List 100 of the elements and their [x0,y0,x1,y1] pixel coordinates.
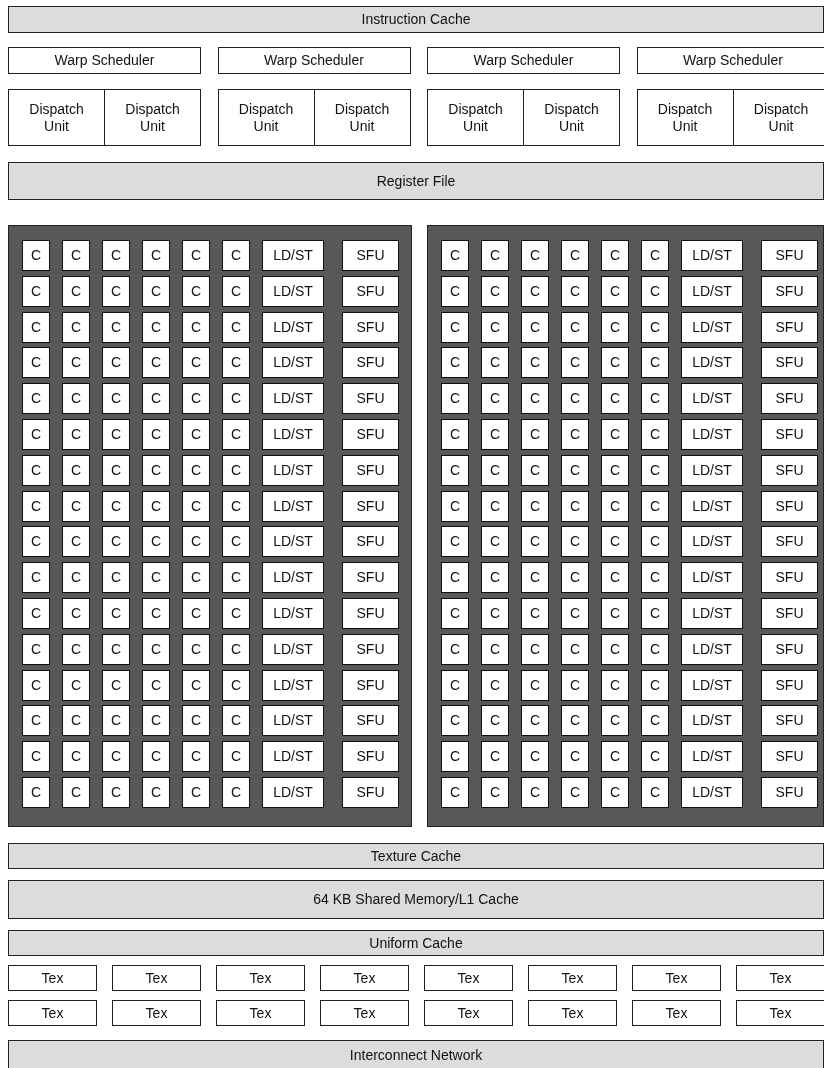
load-store-cell: LD/ST [681,633,743,665]
sfu-cell: SFU [761,598,818,629]
network-bar: Interconnect Network [8,1040,824,1068]
core-cell: C [521,383,549,415]
core-cell: C [561,777,589,808]
core-cell: C [62,419,90,450]
load-store-cell: LD/ST [681,240,743,271]
core-cell: C [481,526,509,558]
core-cell: C [441,598,469,629]
texture-unit-box: Tex [216,965,305,991]
sfu-cell: SFU [342,275,399,307]
core-cell: C [142,633,170,665]
texture-unit-box: Tex [8,1000,97,1026]
load-store-cell: LD/ST [262,383,324,415]
sfu-cell: SFU [342,633,399,665]
load-store-cell: LD/ST [262,419,324,450]
core-cell: C [521,633,549,665]
core-cell: C [521,240,549,271]
core-cell: C [182,633,210,665]
cache-bar: Instruction Cache [8,6,824,33]
texture-unit-box: Tex [112,965,201,991]
load-store-cell: LD/ST [681,777,743,808]
core-cell: C [601,383,629,415]
core-cell: C [641,419,669,450]
core-cell: C [641,490,669,522]
core-cell: C [222,633,250,665]
core-cell: C [182,526,210,558]
sfu-cell: SFU [342,490,399,522]
load-store-cell: LD/ST [262,741,324,773]
core-cell: C [601,275,629,307]
core-cell: C [481,419,509,450]
sfu-cell: SFU [342,526,399,558]
sfu-cell: SFU [342,741,399,773]
core-cell: C [561,526,589,558]
core-cell: C [22,562,50,594]
core-cell: C [222,490,250,522]
sfu-cell: SFU [761,383,818,415]
core-cell: C [142,526,170,558]
core-cell: C [222,454,250,486]
core-cell: C [182,741,210,773]
load-store-cell: LD/ST [681,526,743,558]
texture-unit-box: Tex [320,965,409,991]
core-cell: C [182,311,210,343]
core-cell: C [22,490,50,522]
core-cell: C [561,419,589,450]
core-cell: C [481,633,509,665]
core-cell: C [142,669,170,701]
core-cell: C [182,598,210,629]
sfu-cell: SFU [761,311,818,343]
core-cell: C [182,669,210,701]
core-cell: C [561,383,589,415]
core-cell: C [62,490,90,522]
core-cell: C [601,419,629,450]
core-cell: C [561,598,589,629]
core-cell: C [102,275,130,307]
core-cell: C [102,777,130,808]
sfu-cell: SFU [342,347,399,379]
core-cell: C [22,633,50,665]
sfu-cell: SFU [761,347,818,379]
core-cell: C [441,741,469,773]
core-cell: C [142,705,170,737]
core-cell: C [142,741,170,773]
core-cell: C [22,741,50,773]
core-cell: C [182,705,210,737]
core-cell: C [601,311,629,343]
core-cell: C [641,383,669,415]
core-cell: C [441,454,469,486]
sfu-cell: SFU [761,526,818,558]
core-cell: C [641,669,669,701]
core-cell: C [142,383,170,415]
core-cell: C [641,454,669,486]
core-cell: C [62,562,90,594]
sfu-cell: SFU [342,777,399,808]
core-cell: C [22,240,50,271]
load-store-cell: LD/ST [681,598,743,629]
core-cell: C [22,598,50,629]
core-cell: C [62,454,90,486]
texture-unit-box: Tex [632,1000,721,1026]
core-cell: C [22,311,50,343]
core-cell: C [62,598,90,629]
sfu-cell: SFU [342,705,399,737]
load-store-cell: LD/ST [681,562,743,594]
core-cell: C [481,598,509,629]
sfu-cell: SFU [761,490,818,522]
texture-unit-box: Tex [8,965,97,991]
texture-unit-box: Tex [112,1000,201,1026]
core-cell: C [22,669,50,701]
core-cell: C [22,777,50,808]
core-cell: C [481,347,509,379]
core-cell: C [601,598,629,629]
core-cell: C [561,311,589,343]
core-cell: C [601,526,629,558]
core-cell: C [481,705,509,737]
sfu-cell: SFU [761,562,818,594]
core-cell: C [561,669,589,701]
sfu-cell: SFU [342,669,399,701]
core-cluster-panel [8,225,412,827]
core-cell: C [182,275,210,307]
core-cell: C [441,347,469,379]
sfu-cell: SFU [761,777,818,808]
